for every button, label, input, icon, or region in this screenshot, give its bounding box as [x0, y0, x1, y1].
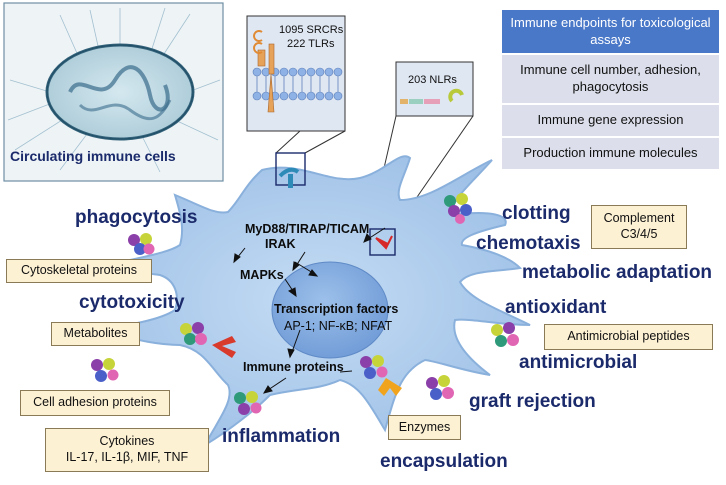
inset-caption: Circulating immune cells: [10, 148, 176, 164]
molecule-cluster: [360, 355, 388, 379]
enzyme-icon: [212, 336, 236, 358]
irak-label: IRAK: [265, 237, 296, 251]
molecule-cluster: [91, 358, 119, 382]
endpoints-table: Immune endpoints for toxicological assay…: [502, 10, 719, 169]
hemocyte-inset: [3, 2, 224, 182]
molecule-cluster: [491, 322, 519, 347]
molecule-clusters: [91, 193, 519, 415]
box-metabolites: Metabolites: [51, 322, 140, 346]
box-enzymes: Enzymes: [388, 415, 461, 440]
enzyme-icon: [378, 378, 402, 396]
srcr-count-label: 1095 SRCRs: [279, 24, 344, 36]
tf-label: Transcription factors: [274, 302, 399, 316]
complement-list: C3/4/5: [620, 227, 658, 241]
tlr-count-label: 222 TLRs: [287, 38, 335, 50]
function-chemotaxis: chemotaxis: [476, 233, 581, 254]
molecule-cluster: [128, 233, 155, 255]
cytokines-title: Cytokines: [99, 434, 155, 449]
function-antioxidant: antioxidant: [505, 297, 607, 318]
box-complement: Complement C3/4/5: [591, 205, 687, 249]
function-metabolic-adaptation: metabolic adaptation: [522, 262, 713, 283]
function-inflammation: inflammation: [222, 426, 341, 447]
nucleus: [271, 261, 389, 359]
receptor-inset: [246, 15, 346, 154]
pathway-arrows: [233, 227, 386, 394]
function-encapsulation: encapsulation: [380, 451, 508, 472]
function-graft-rejection: graft rejection: [469, 391, 596, 412]
tf-list-label: AP-1; NF-κB; NFAT: [284, 319, 393, 333]
secretion-arrows: [294, 261, 319, 277]
mapks-label: MAPKs: [240, 268, 284, 282]
endpoints-header: Immune endpoints for toxicological assay…: [502, 10, 719, 53]
endpoint-row: Immune cell number, adhesion, phagocytos…: [502, 53, 719, 103]
box-cell-adhesion-proteins: Cell adhesion proteins: [20, 390, 170, 416]
molecule-cluster: [234, 391, 262, 415]
complement-title: Complement: [603, 211, 675, 226]
box-cytoskeletal-proteins: Cytoskeletal proteins: [6, 259, 152, 283]
function-phagocytosis: phagocytosis: [75, 207, 198, 228]
endpoint-row: Production immune molecules: [502, 136, 719, 169]
adaptor-label: MyD88/TIRAP/TICAM: [245, 222, 370, 236]
cytokines-list: IL-17, IL-1β, MIF, TNF: [65, 450, 189, 464]
nlr-inset: [369, 61, 474, 230]
molecule-cluster: [426, 375, 454, 400]
function-clotting: clotting: [502, 203, 571, 224]
function-antimicrobial: antimicrobial: [519, 352, 638, 373]
tlr-receptor-icon: [278, 167, 300, 188]
molecule-cluster: [180, 322, 207, 345]
box-antimicrobial-peptides: Antimicrobial peptides: [544, 324, 713, 350]
function-cytotoxicity: cytotoxicity: [79, 292, 185, 313]
endpoint-row: Immune gene expression: [502, 103, 719, 136]
nlr-zoom-box: [369, 228, 396, 256]
molecule-cluster: [444, 193, 472, 224]
nlr-receptor-icon: [375, 235, 393, 250]
immune-proteins-label: Immune proteins: [243, 360, 344, 374]
box-cytokines: Cytokines IL-17, IL-1β, MIF, TNF: [45, 428, 209, 472]
nlr-count-label: 203 NLRs: [408, 74, 457, 86]
